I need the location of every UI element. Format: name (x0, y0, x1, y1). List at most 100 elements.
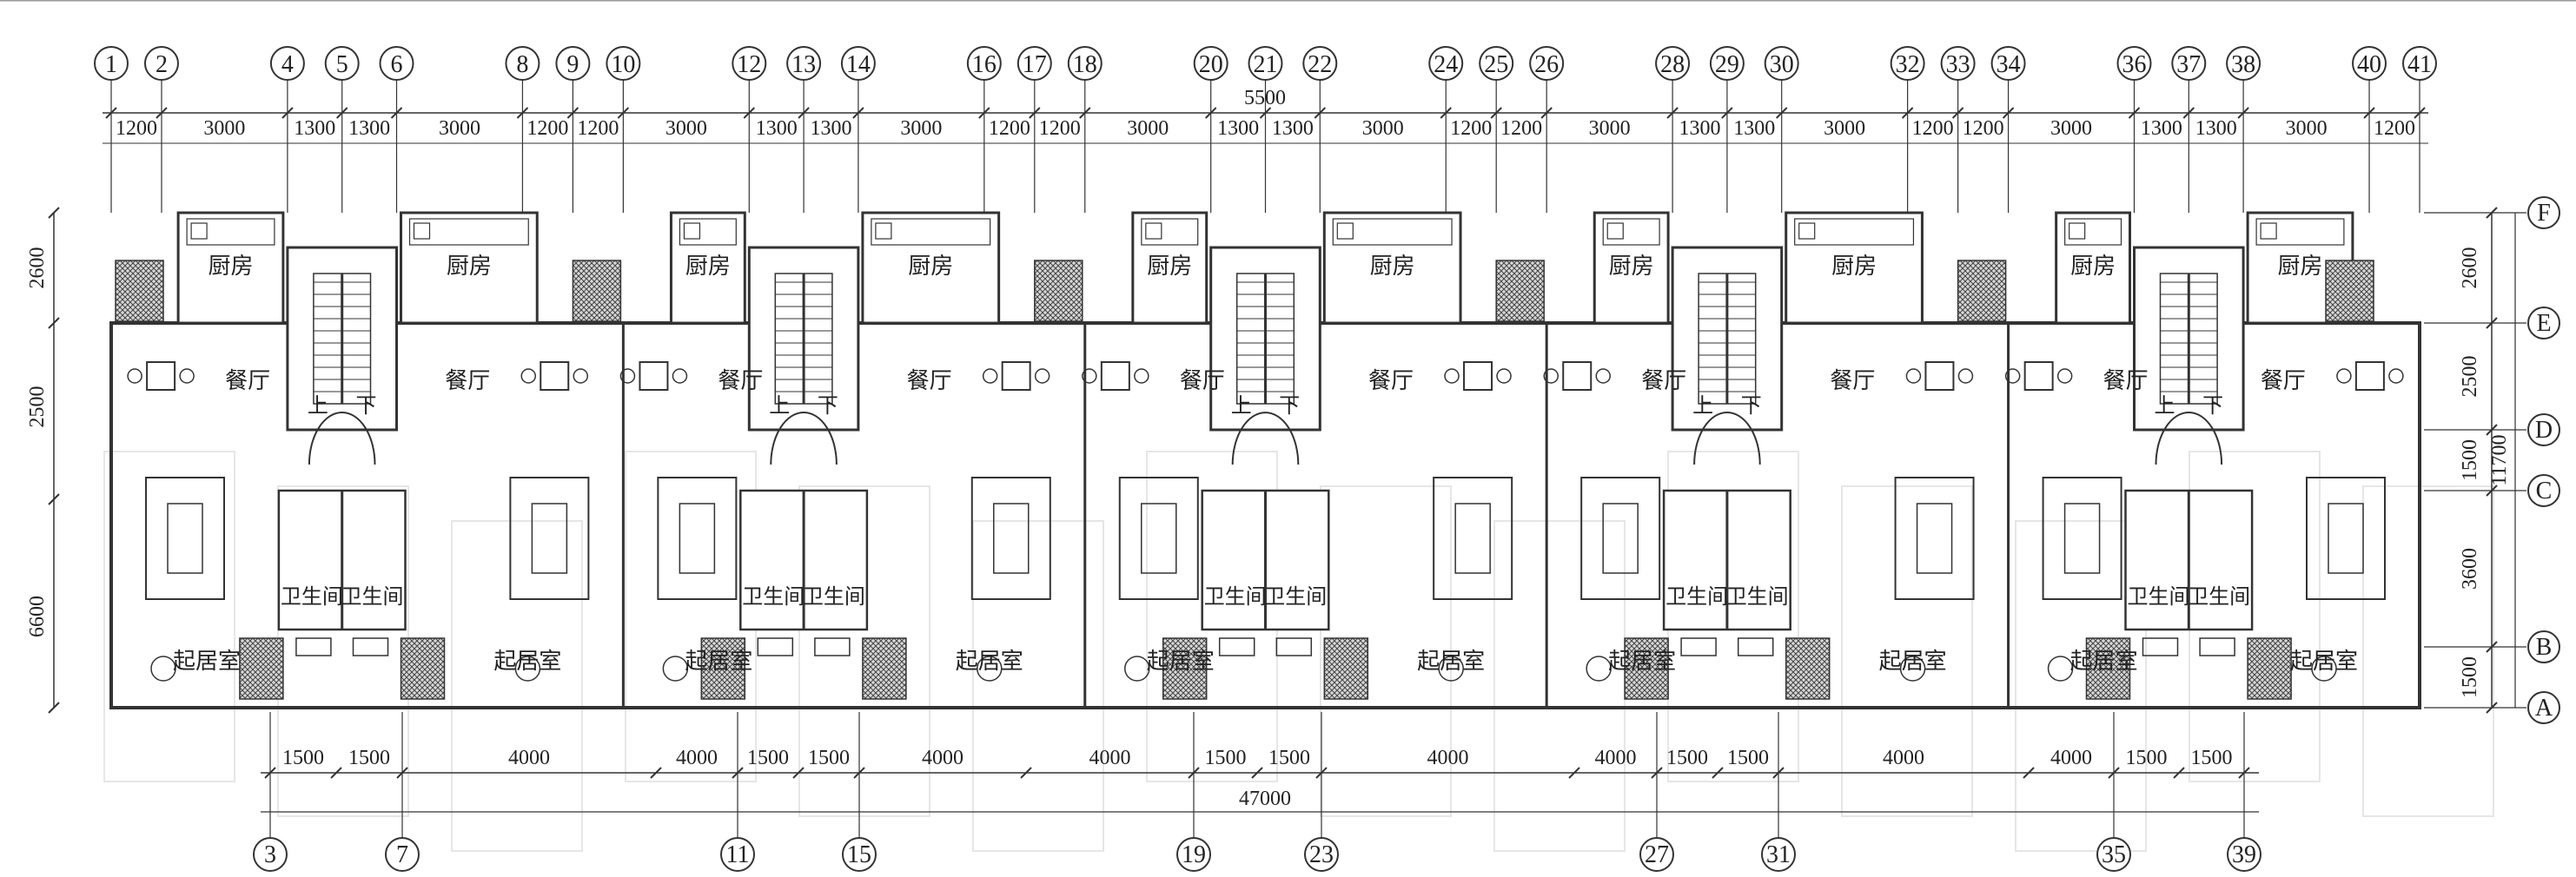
dimension-value: 4000 (508, 747, 550, 769)
living-room-label: 起居室 (2070, 649, 2138, 675)
chair (1134, 368, 1149, 384)
dimension-value: 4000 (1427, 747, 1469, 769)
dimension-value: 3000 (203, 117, 245, 140)
kitchen-label: 厨房 (208, 254, 253, 280)
background-sketch-line (451, 520, 583, 852)
chair (1543, 368, 1559, 384)
bathroom-label: 卫生间 (803, 584, 865, 609)
coffee-table (1141, 503, 1177, 574)
axis-number: 28 (1660, 51, 1685, 78)
axis-letter: D (2535, 417, 2553, 444)
kitchen-counter (408, 218, 529, 246)
dining-table (1100, 361, 1130, 391)
coffee-table (2328, 503, 2364, 574)
bathroom-label: 卫生间 (341, 584, 404, 609)
stove-icon (2069, 222, 2086, 240)
axis-number: 34 (1997, 51, 2021, 78)
bathroom-label: 卫生间 (2188, 584, 2250, 609)
axis-bubble (2527, 691, 2560, 724)
dimension-value: 1300 (1217, 117, 1259, 140)
axis-number: 37 (2176, 51, 2201, 78)
dining-label: 餐厅 (1641, 368, 1686, 394)
axis-number: 33 (1946, 51, 1970, 78)
kitchen-counter (1602, 218, 1660, 246)
dimension-value: 6600 (26, 596, 49, 637)
axis-letter: F (2537, 200, 2551, 227)
axis-number: 2 (156, 51, 168, 78)
living-room-label: 起居室 (1147, 649, 1215, 675)
dimension-value: 1300 (2141, 117, 2182, 140)
axis-number: 18 (1073, 51, 1097, 78)
balcony-hatch (1624, 637, 1669, 700)
chair (127, 368, 142, 384)
sofa-set (509, 477, 590, 600)
coffee-table (679, 503, 716, 574)
corner-hatch (572, 260, 622, 322)
vent-box (1680, 637, 1717, 656)
vent-box (2199, 637, 2235, 656)
stair-down-label: 下 (1279, 393, 1300, 418)
stair-up-label: 上 (769, 393, 790, 418)
axis-number: 19 (1182, 841, 1206, 868)
dimension-value: 1200 (1912, 117, 1954, 140)
dimension-tick (2173, 767, 2185, 779)
axis-number: 31 (1766, 841, 1791, 868)
background-sketch-line (2015, 520, 2147, 852)
axis-number: 25 (1484, 51, 1508, 78)
dining-table (2023, 361, 2054, 391)
stove-icon (1606, 222, 1624, 240)
kitchen-label: 厨房 (447, 254, 492, 280)
dimension-overall: 47000 (1239, 788, 1291, 810)
dimension-value: 1500 (808, 747, 850, 769)
balcony-hatch (1162, 637, 1208, 700)
chair (520, 368, 536, 384)
kitchen-room (1131, 211, 1209, 325)
plant-icon (2311, 656, 2337, 682)
dimension-value: 1500 (348, 747, 390, 769)
plant-icon (1586, 656, 1612, 682)
dimension-value: 3000 (2050, 117, 2092, 140)
balcony-hatch (700, 637, 746, 700)
dimension-value: 1500 (2459, 656, 2481, 698)
axis-number: 39 (2232, 841, 2256, 868)
axis-bubble (2527, 413, 2560, 446)
vent-box (2142, 637, 2179, 656)
chair (2004, 368, 2021, 384)
walls-layer (109, 211, 2421, 709)
kitchen-label: 厨房 (685, 254, 731, 280)
kitchen-label: 厨房 (2070, 254, 2116, 280)
coffee-table (1916, 503, 1953, 574)
background-sketch-line (1320, 485, 1452, 817)
axis-bubble (2527, 196, 2560, 229)
plant-icon (977, 656, 1003, 682)
bathroom-label: 卫生间 (742, 584, 805, 609)
dimension-value: 1500 (1268, 747, 1310, 769)
dimension-value: 1200 (1039, 117, 1081, 140)
dining-table (1562, 361, 1593, 391)
coffee-table (2063, 503, 2101, 574)
dimension-value: 1200 (2374, 117, 2415, 140)
living-room-label: 起居室 (685, 649, 752, 675)
axis-number: 32 (1896, 51, 1920, 78)
balcony-hatch (2247, 637, 2292, 700)
dimension-tick (48, 317, 60, 329)
dimension-value: 1500 (2126, 747, 2168, 769)
chair (982, 368, 998, 384)
axis-number: 22 (1308, 51, 1332, 78)
kitchen-counter (186, 218, 275, 246)
dimension-overall: 11700 (2488, 434, 2511, 485)
dining-table (540, 361, 570, 391)
plant-icon (1899, 656, 1926, 682)
dimension-value: 3000 (1589, 117, 1631, 140)
dimension-value: 4000 (1089, 747, 1131, 769)
kitchen-label: 厨房 (1147, 254, 1192, 280)
dimension-tick (1251, 767, 1263, 779)
axis-number: 38 (2231, 51, 2255, 78)
stair-landing-arc (770, 412, 838, 465)
plant-icon (1124, 656, 1150, 682)
sofa-set (145, 477, 225, 600)
axis-number: 23 (1309, 841, 1334, 868)
